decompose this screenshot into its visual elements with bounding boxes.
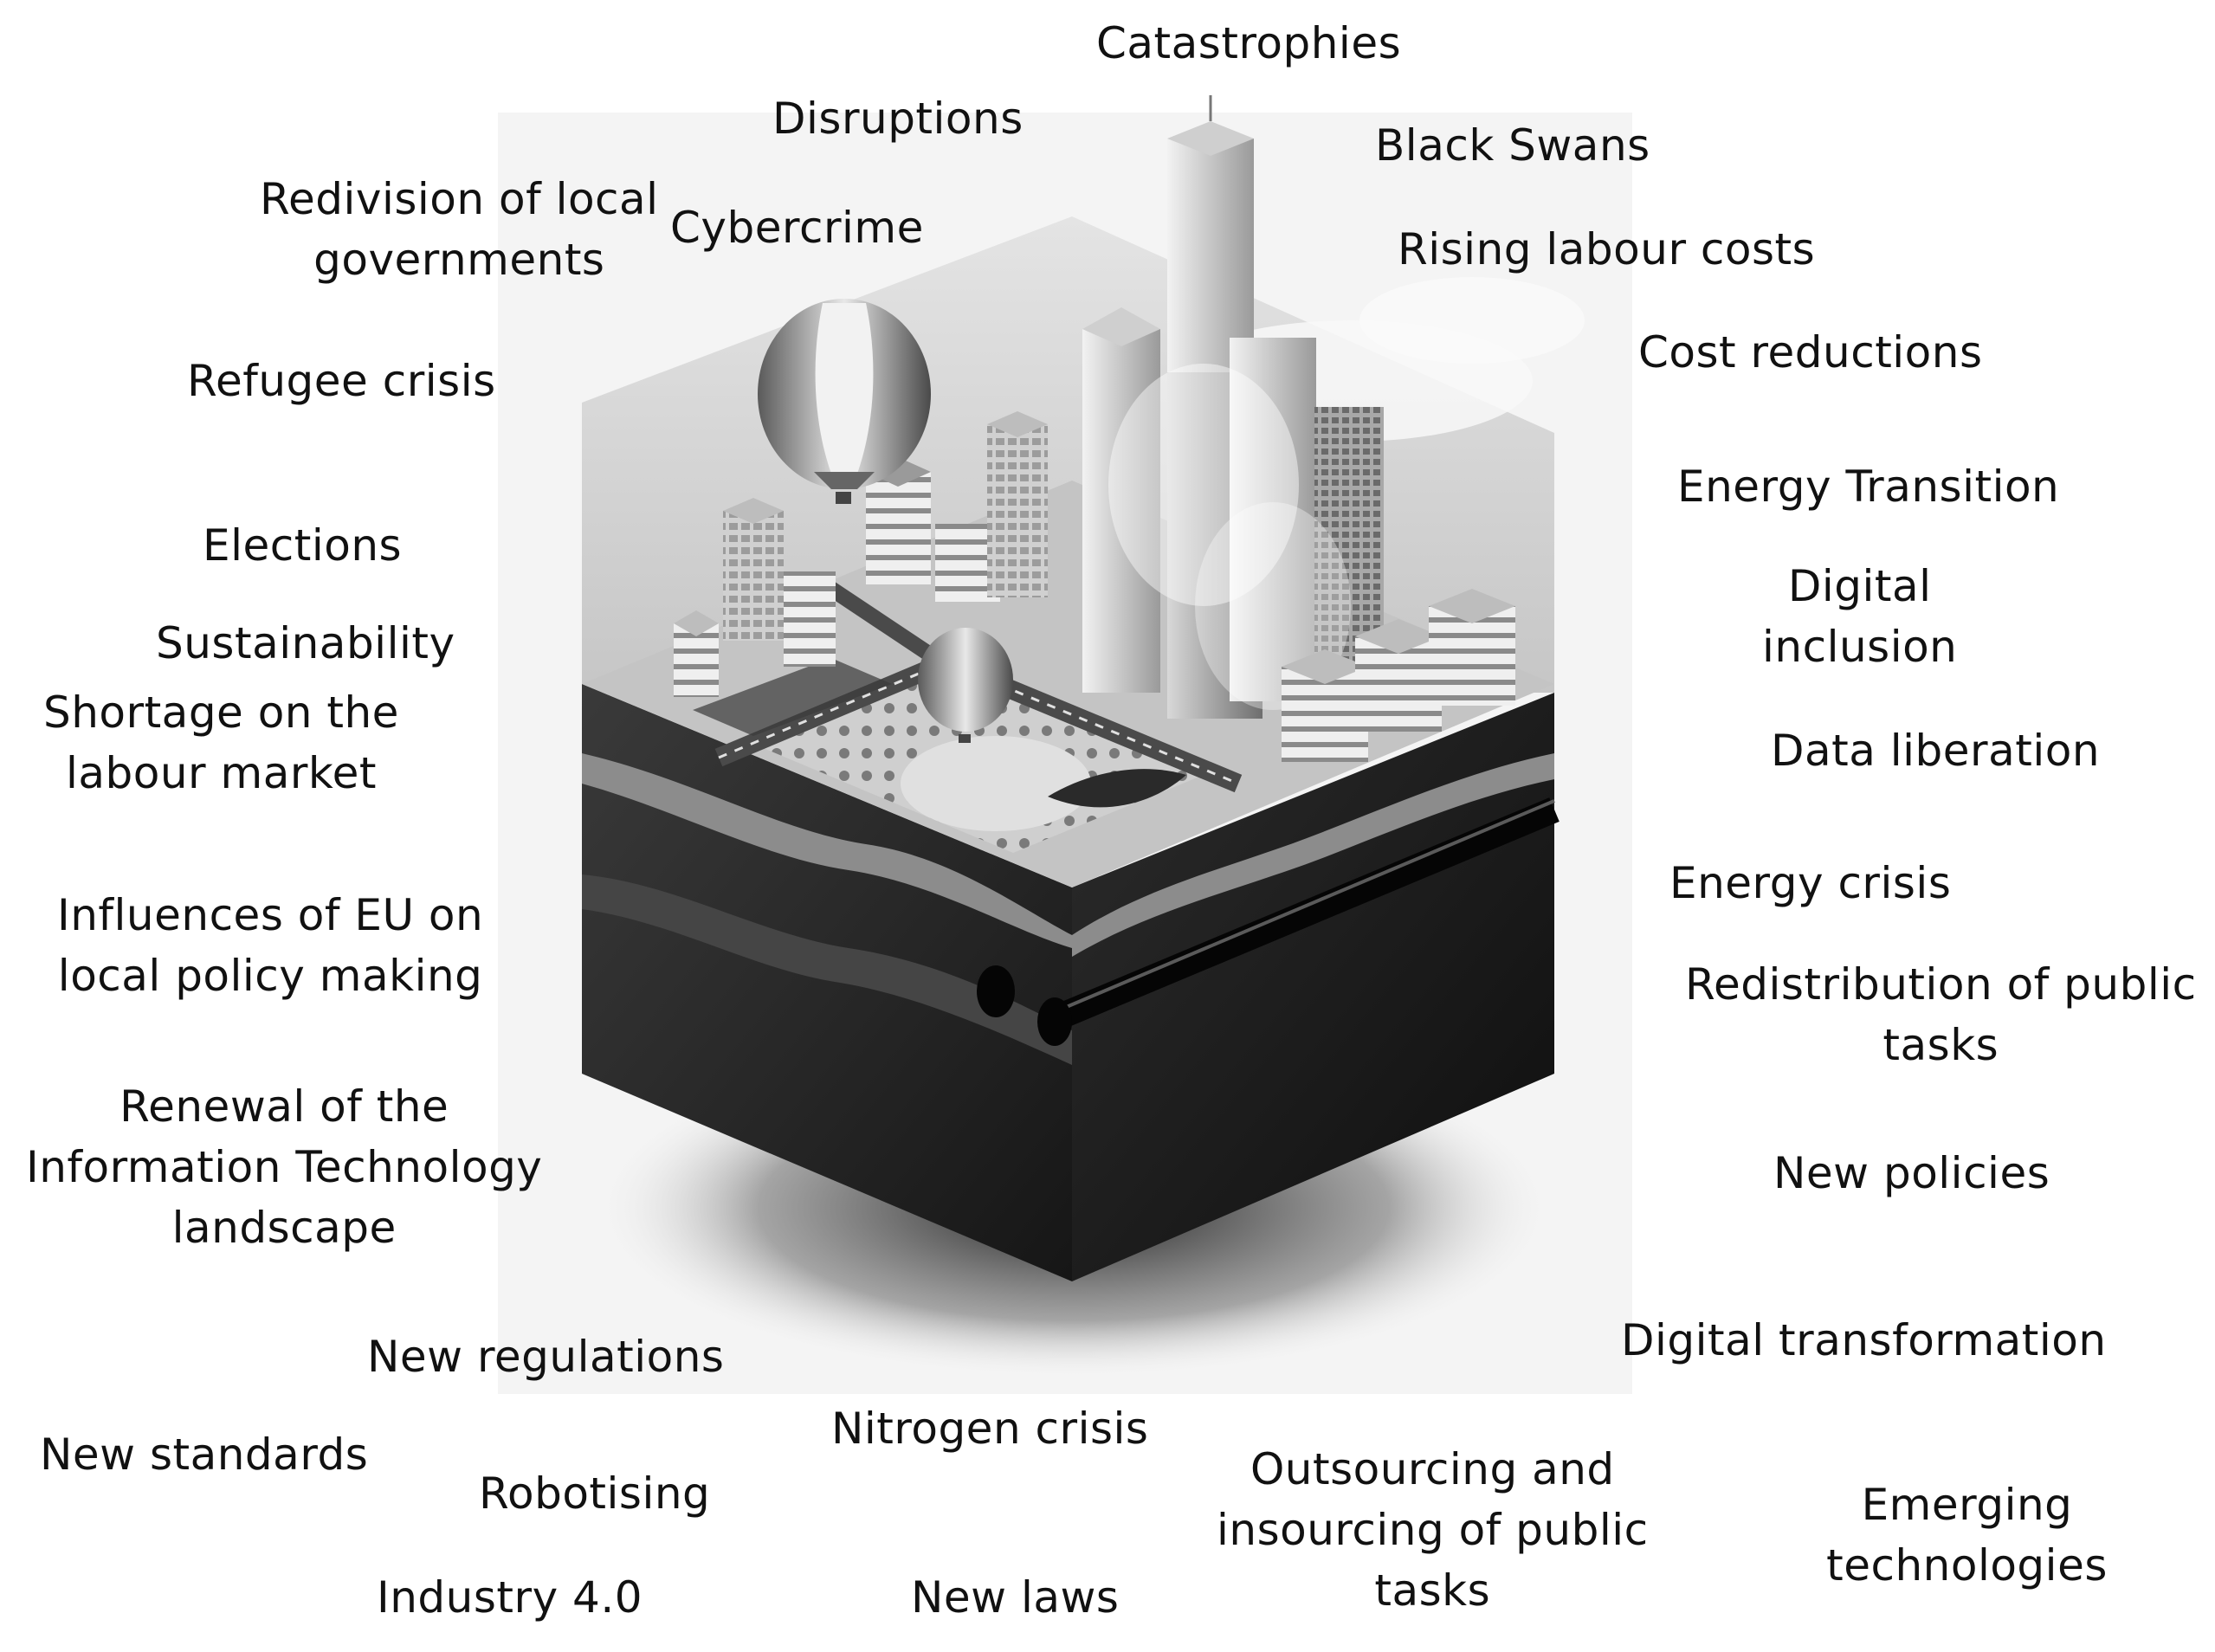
label-elections: Elections <box>203 520 403 571</box>
hot-air-balloon <box>918 628 1013 732</box>
tower-roof <box>1167 121 1254 156</box>
building-roof <box>674 610 719 636</box>
label-catastrophies: Catastrophies <box>1096 18 1402 68</box>
building <box>784 571 836 667</box>
label-disruptions: Disruptions <box>772 94 1024 144</box>
building-roof <box>1282 649 1368 684</box>
label-outsourcing-insourcing: Outsourcing and insourcing of public tas… <box>1217 1444 1649 1616</box>
label-digital-transformation: Digital transformation <box>1621 1315 2107 1365</box>
road-markings <box>718 665 936 759</box>
label-robotising: Robotising <box>479 1468 711 1519</box>
soil-layer-left <box>582 753 1072 948</box>
soil-layer-left <box>582 874 1072 1065</box>
label-cybercrime: Cybercrime <box>670 203 924 253</box>
building <box>723 511 784 641</box>
tunnel-opening <box>977 965 1015 1017</box>
label-sustainability: Sustainability <box>156 618 455 668</box>
label-cost-reductions: Cost reductions <box>1638 327 1983 378</box>
pond-shadow <box>1048 769 1186 808</box>
label-digital-inclusion: Digital inclusion <box>1762 561 1958 672</box>
mist <box>1108 364 1299 606</box>
park-pond <box>901 736 1091 831</box>
label-energy-crisis: Energy crisis <box>1669 858 1952 908</box>
cloud <box>1359 277 1585 364</box>
label-redistribution-public-tasks: Redistribution of public tasks <box>1685 959 2197 1070</box>
label-new-laws: New laws <box>911 1572 1120 1623</box>
label-energy-transition: Energy Transition <box>1677 461 2060 512</box>
label-black-swans: Black Swans <box>1375 120 1650 171</box>
building-roof <box>1429 589 1515 623</box>
label-nitrogen-crisis: Nitrogen crisis <box>831 1404 1149 1454</box>
tunnel-pipe <box>1043 797 1560 1034</box>
label-new-regulations: New regulations <box>367 1332 725 1382</box>
building <box>866 472 931 584</box>
label-eu-influences: Influences of EU on local policy making <box>57 890 484 1001</box>
label-industry-4-0: Industry 4.0 <box>377 1572 643 1623</box>
balloon-basket <box>959 734 971 743</box>
building <box>987 424 1048 597</box>
building-roof <box>723 498 784 524</box>
building-roof <box>987 411 1048 437</box>
cube-left-face <box>582 684 1072 1281</box>
building-roof <box>1355 619 1442 654</box>
label-refugee-crisis: Refugee crisis <box>187 356 496 406</box>
balloon-basket <box>836 492 851 504</box>
label-data-liberation: Data liberation <box>1771 726 2101 776</box>
road <box>827 582 940 665</box>
balloon-neck <box>814 472 875 489</box>
tower <box>1082 329 1160 693</box>
label-new-policies: New policies <box>1773 1148 2050 1198</box>
building-shadow <box>693 658 892 736</box>
tower <box>1230 338 1316 701</box>
label-emerging-technologies: Emerging technologies <box>1826 1480 2108 1591</box>
balloon-stripe <box>815 303 874 485</box>
soil-layer-right <box>1072 753 1554 957</box>
label-rising-labour-costs: Rising labour costs <box>1398 224 1816 274</box>
tunnel-pipe-highlight <box>1051 799 1555 1015</box>
label-shortage-labour-market: Shortage on the labour market <box>43 687 399 798</box>
label-new-standards: New standards <box>40 1429 369 1480</box>
tower-roof <box>1082 307 1160 346</box>
cube-right-face <box>1072 693 1554 1281</box>
label-it-landscape-renewal: Renewal of the Information Technology la… <box>26 1081 543 1253</box>
label-redivision-local-governments: Redivision of local governments <box>260 174 659 285</box>
tunnel-opening <box>1037 997 1072 1046</box>
